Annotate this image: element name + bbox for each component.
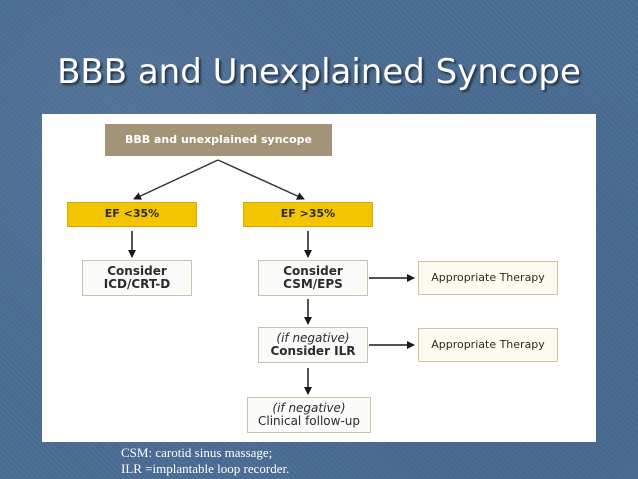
therapy-node-2: Appropriate Therapy xyxy=(418,328,558,362)
flowchart-connectors xyxy=(128,159,415,395)
therapy-node-1: Appropriate Therapy xyxy=(418,261,558,295)
footnote-csm: CSM: carotid sinus massage; xyxy=(121,445,273,460)
consider-ilr-line2: Consider ILR xyxy=(270,344,356,358)
therapy-2-label: Appropriate Therapy xyxy=(431,337,545,351)
root-node-label: BBB and unexplained syncope xyxy=(125,132,312,146)
consider-icd-node: Consider ICD/CRT-D xyxy=(82,260,192,296)
flowchart-panel: BBB and unexplained syncope EF <35% EF >… xyxy=(42,114,596,442)
ef-high-label: EF >35% xyxy=(280,207,336,221)
ef-high-node: EF >35% xyxy=(243,202,373,227)
consider-icd-line2: ICD/CRT-D xyxy=(103,277,171,291)
slide-title: BBB and Unexplained Syncope xyxy=(57,52,581,92)
ef-low-node: EF <35% xyxy=(67,202,197,227)
root-node: BBB and unexplained syncope xyxy=(105,124,332,156)
ef-low-label: EF <35% xyxy=(104,207,160,221)
consider-ilr-node: (if negative) Consider ILR xyxy=(258,327,368,363)
footnote-ilr: ILR =implantable loop recorder. xyxy=(121,461,290,476)
clinical-followup-line2: Clinical follow-up xyxy=(257,414,361,428)
consider-csm-line1: Consider xyxy=(283,263,343,278)
consider-icd-line1: Consider xyxy=(107,263,167,278)
consider-csm-line2: CSM/EPS xyxy=(283,277,343,291)
arrow-root-to-ef-high xyxy=(217,159,305,200)
consider-ilr-line1: (if negative) xyxy=(276,330,350,345)
consider-csm-node: Consider CSM/EPS xyxy=(258,260,368,296)
clinical-followup-node: (if negative) Clinical follow-up xyxy=(247,397,371,433)
therapy-1-label: Appropriate Therapy xyxy=(431,270,545,284)
clinical-followup-line1: (if negative) xyxy=(272,400,346,415)
arrow-root-to-ef-low xyxy=(133,159,219,200)
